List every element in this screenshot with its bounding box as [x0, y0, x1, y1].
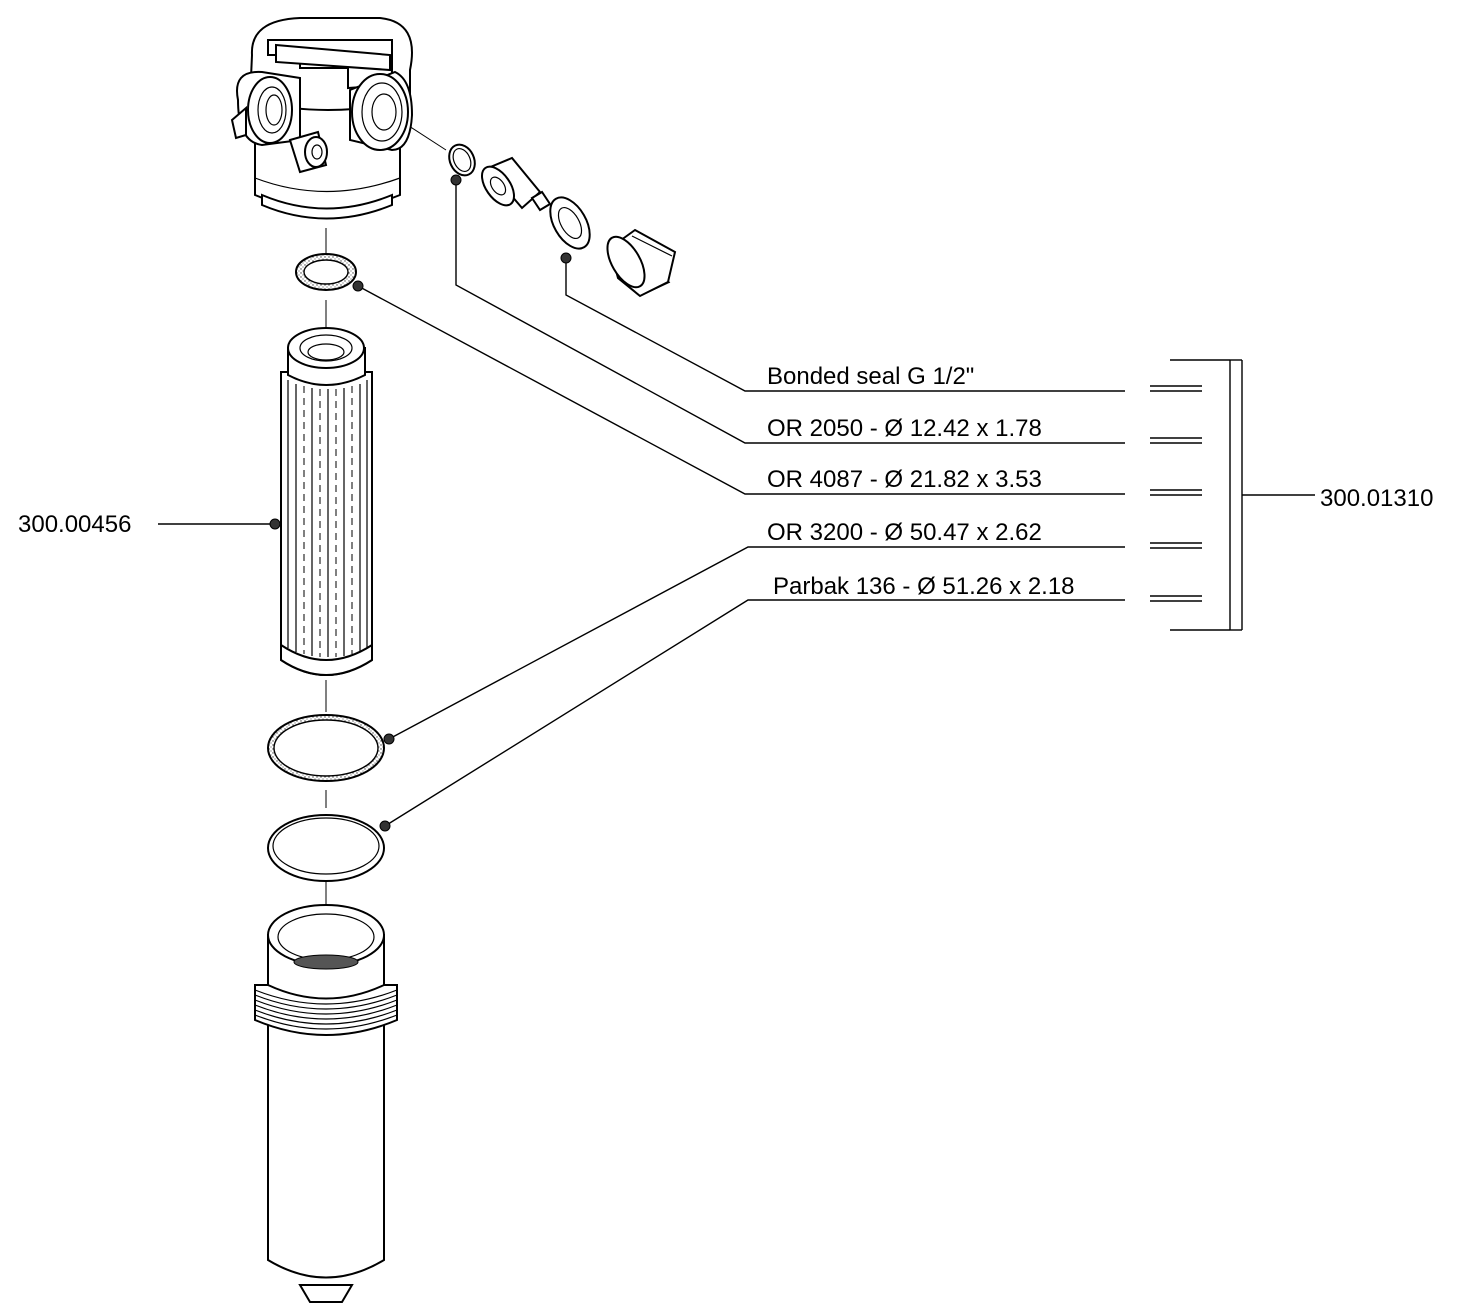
callout-leaders — [158, 180, 1125, 827]
seal-label-or4087: OR 4087 - Ø 21.82 x 3.53 — [767, 466, 1042, 493]
callout-dots — [269, 174, 572, 832]
seal-label-parbak: Parbak 136 - Ø 51.26 x 2.18 — [773, 573, 1075, 600]
kit-bracket — [1150, 359, 1315, 631]
head-o-ring — [295, 253, 357, 291]
seal-label-or2050: OR 2050 - Ø 12.42 x 1.78 — [767, 415, 1042, 442]
seal-label-or3200: OR 3200 - Ø 50.47 x 2.62 — [767, 519, 1042, 546]
callout-labels: Bonded seal G 1/2" OR 2050 - Ø 12.42 x 1… — [18, 363, 1433, 600]
filter-element — [280, 327, 373, 676]
filter-bowl — [254, 904, 398, 1303]
seal-label-bonded: Bonded seal G 1/2" — [767, 363, 974, 390]
filter-head — [230, 17, 414, 220]
bowl-o-ring — [267, 714, 385, 782]
kit-code-label: 300.01310 — [1320, 485, 1433, 512]
back-up-ring — [267, 814, 385, 882]
element-code-label: 300.00456 — [18, 511, 131, 538]
head-valve-parts — [448, 143, 677, 298]
